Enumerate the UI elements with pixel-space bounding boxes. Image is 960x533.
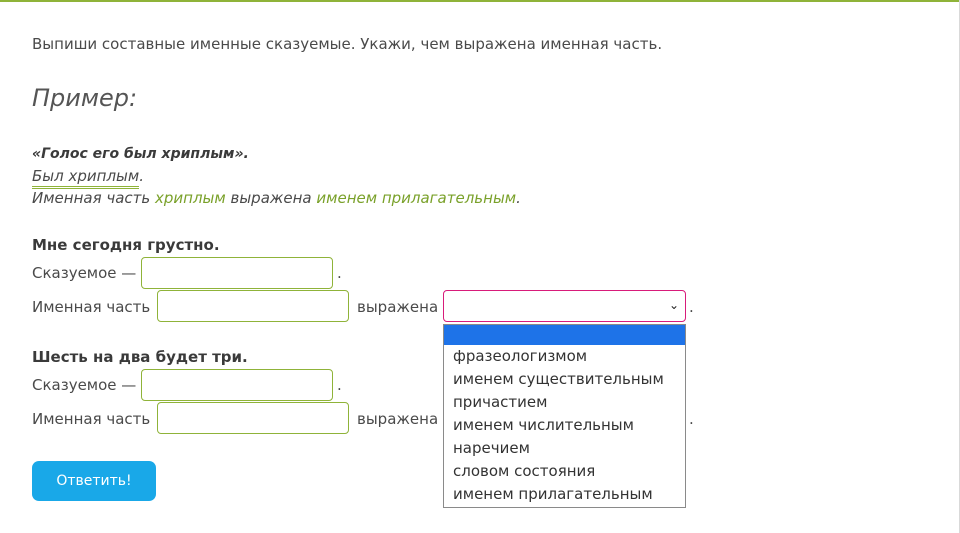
dropdown-option[interactable]: именем прилагательным	[453, 485, 653, 503]
question-2-predicate-label: Сказуемое —	[32, 376, 137, 394]
question-1-nominal-label: Именная часть	[32, 298, 151, 316]
task-instruction: Выпиши составные именные сказуемые. Укаж…	[32, 35, 663, 53]
question-2-select-dot: .	[689, 410, 694, 428]
example-predicate: Был хриплым.	[32, 167, 144, 189]
dropdown-option[interactable]: фразеологизмом	[453, 347, 588, 365]
dropdown-option[interactable]: именем существительным	[453, 370, 664, 388]
example-explanation: Именная часть хриплым выражена именем пр…	[32, 189, 521, 207]
explain-dot: .	[516, 189, 521, 207]
question-1-expressed-label: выражена	[357, 298, 439, 316]
explain-word: хриплым	[155, 189, 226, 207]
question-1-expressed-select[interactable]: ⌄	[443, 290, 686, 322]
question-1-predicate-input[interactable]	[141, 257, 333, 289]
question-1-nominal-input[interactable]	[157, 290, 349, 322]
dropdown-option[interactable]: наречием	[453, 439, 530, 457]
top-border	[0, 0, 960, 2]
dropdown-option[interactable]: именем числительным	[453, 416, 634, 434]
explain-kind: именем прилагательным	[316, 189, 517, 207]
question-2-expressed-label: выражена	[357, 410, 439, 428]
question-2-nominal-label: Именная часть	[32, 410, 151, 428]
question-2-sentence: Шесть на два будет три.	[32, 348, 248, 366]
explain-text-1: Именная часть	[32, 189, 156, 207]
example-sentence: «Голос его был хриплым».	[32, 146, 249, 162]
dropdown-option[interactable]: причастием	[453, 393, 548, 411]
question-1-sentence: Мне сегодня грустно.	[32, 236, 220, 254]
explain-text-2: выражена	[225, 189, 317, 207]
example-heading: Пример:	[32, 84, 138, 112]
question-1-select-dot: .	[689, 298, 694, 316]
example-predicate-underlined: Был хриплым	[32, 167, 140, 189]
dropdown-option-empty[interactable]	[444, 325, 685, 345]
dropdown-list[interactable]: фразеологизмом именем существительным пр…	[443, 324, 686, 508]
question-2-predicate-dot: .	[337, 376, 342, 394]
question-2-predicate-input[interactable]	[141, 369, 333, 401]
chevron-down-icon: ⌄	[668, 298, 679, 312]
question-1-predicate-dot: .	[337, 264, 342, 282]
dropdown-option[interactable]: словом состояния	[453, 462, 596, 480]
example-predicate-dot: .	[139, 167, 144, 185]
question-1-predicate-label: Сказуемое —	[32, 264, 137, 282]
question-2-nominal-input[interactable]	[157, 402, 349, 434]
answer-button[interactable]: Ответить!	[32, 461, 156, 501]
